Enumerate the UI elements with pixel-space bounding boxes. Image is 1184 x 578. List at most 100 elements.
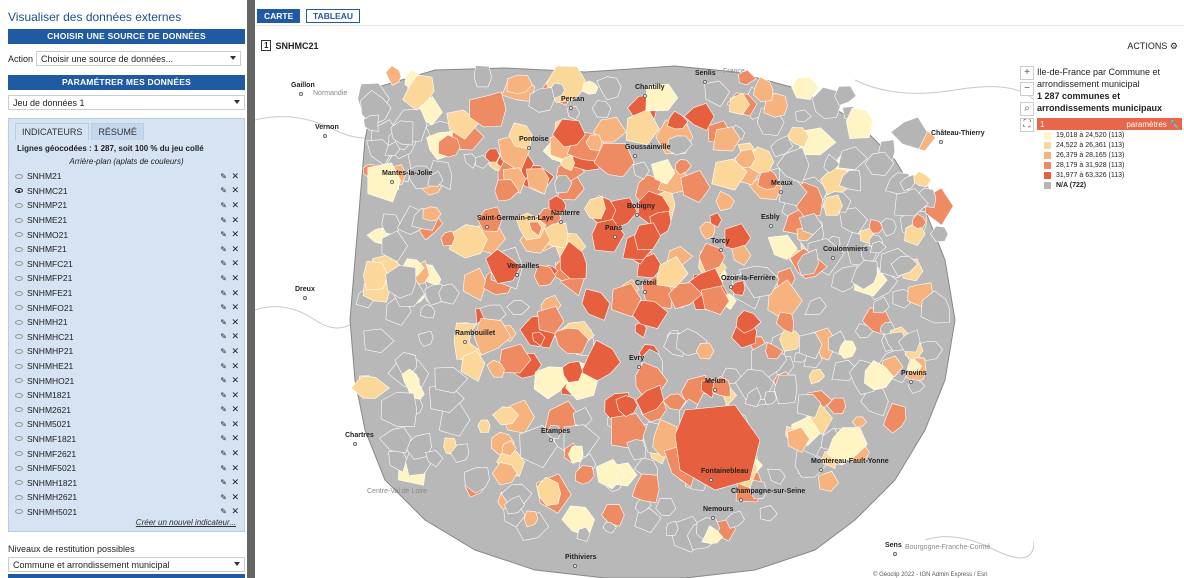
eye-icon[interactable] [15, 407, 23, 413]
commune-area[interactable] [591, 100, 612, 118]
commune-area[interactable] [380, 392, 418, 428]
commune-area[interactable] [837, 146, 868, 171]
commune-area[interactable] [744, 387, 762, 408]
commune-area[interactable] [559, 240, 587, 280]
eye-icon[interactable] [15, 363, 23, 369]
commune-area[interactable] [712, 376, 731, 398]
commune-area[interactable] [611, 283, 642, 318]
commune-area[interactable] [635, 384, 665, 415]
commune-area[interactable] [554, 175, 573, 194]
eye-icon[interactable] [15, 275, 23, 281]
indicator-item[interactable]: SNHMHP21✎✕ [15, 344, 241, 359]
commune-area[interactable] [776, 147, 810, 184]
commune-area[interactable] [797, 248, 819, 276]
commune-area[interactable] [593, 142, 635, 178]
eye-icon[interactable] [15, 319, 23, 325]
eye-icon[interactable] [15, 421, 23, 427]
commune-area[interactable] [920, 290, 951, 324]
commune-area[interactable] [759, 505, 778, 522]
commune-area[interactable] [519, 424, 558, 468]
eye-icon[interactable] [15, 246, 23, 252]
commune-area[interactable] [811, 86, 841, 119]
commune-area[interactable] [497, 343, 532, 374]
indicator-item[interactable]: SNHMFP21✎✕ [15, 271, 241, 286]
indicator-item[interactable]: SNHM5021✎✕ [15, 417, 241, 432]
pencil-icon[interactable]: ✎ [220, 200, 227, 210]
commune-area[interactable] [738, 265, 780, 299]
commune-area[interactable] [462, 267, 487, 302]
commune-area[interactable] [701, 377, 717, 399]
commune-area[interactable] [474, 155, 491, 169]
close-icon[interactable]: ✕ [231, 360, 239, 371]
commune-area[interactable] [872, 296, 890, 314]
commune-area[interactable] [804, 297, 827, 316]
commune-area[interactable] [683, 103, 715, 131]
commune-area[interactable] [749, 479, 768, 500]
commune-area[interactable] [554, 327, 589, 355]
commune-area[interactable] [715, 191, 735, 211]
commune-area[interactable] [798, 332, 823, 360]
commune-area[interactable] [704, 80, 731, 108]
indicator-item[interactable]: SNHMFC21✎✕ [15, 257, 241, 272]
commune-area[interactable] [711, 158, 748, 191]
new-indicator-link[interactable]: Créer un nouvel indicateur... [135, 518, 236, 527]
commune-area[interactable] [533, 264, 557, 287]
commune-area[interactable] [567, 445, 584, 464]
indicator-item[interactable]: SNHMHC21✎✕ [15, 330, 241, 345]
commune-area[interactable] [787, 426, 810, 453]
close-icon[interactable]: ✕ [231, 389, 239, 400]
close-icon[interactable]: ✕ [231, 345, 239, 356]
commune-area[interactable] [463, 153, 477, 169]
commune-area[interactable] [440, 230, 456, 247]
pencil-icon[interactable]: ✎ [220, 273, 227, 283]
commune-area[interactable] [562, 360, 583, 383]
commune-area[interactable] [450, 443, 470, 463]
tab-indicateurs[interactable]: INDICATEURS [15, 123, 90, 140]
commune-area[interactable] [626, 439, 646, 461]
indicator-item[interactable]: SNHMP21✎✕ [15, 198, 241, 213]
eye-icon[interactable] [15, 451, 23, 457]
commune-area[interactable] [477, 419, 491, 433]
indicator-item[interactable]: SNHMF5021✎✕ [15, 461, 241, 476]
close-icon[interactable]: ✕ [231, 418, 239, 429]
legend-params-button[interactable]: paramètres 🔧 [1126, 120, 1179, 129]
commune-area[interactable] [868, 219, 884, 234]
pencil-icon[interactable]: ✎ [220, 259, 227, 269]
close-icon[interactable]: ✕ [231, 448, 239, 459]
commune-area[interactable] [460, 350, 486, 382]
commune-area[interactable] [631, 473, 660, 503]
commune-area[interactable] [595, 459, 626, 490]
close-icon[interactable]: ✕ [231, 302, 239, 313]
commune-area[interactable] [764, 390, 777, 406]
commune-area[interactable] [775, 311, 795, 334]
commune-area[interactable] [506, 74, 533, 95]
close-icon[interactable]: ✕ [231, 477, 239, 488]
eye-icon[interactable] [15, 465, 23, 471]
commune-area[interactable] [930, 225, 949, 243]
pencil-icon[interactable]: ✎ [220, 492, 227, 502]
commune-area[interactable] [808, 368, 825, 385]
commune-area[interactable] [734, 148, 757, 169]
commune-area[interactable] [434, 366, 469, 394]
commune-area[interactable] [880, 217, 897, 237]
commune-area[interactable] [438, 283, 460, 305]
commune-area[interactable] [823, 153, 841, 174]
commune-area[interactable] [504, 495, 525, 515]
commune-area[interactable] [615, 395, 638, 417]
commune-area[interactable] [596, 76, 622, 101]
indicator-item[interactable]: SNHMHO21✎✕ [15, 373, 241, 388]
tableau-button[interactable]: TABLEAU [306, 9, 360, 23]
close-icon[interactable]: ✕ [231, 375, 239, 386]
commune-area[interactable] [574, 465, 595, 485]
commune-area[interactable] [496, 449, 525, 477]
search-icon[interactable]: ⌕ [1020, 102, 1034, 116]
pencil-icon[interactable]: ✎ [220, 419, 227, 429]
commune-area[interactable] [422, 206, 442, 222]
commune-area[interactable] [855, 323, 874, 339]
action-select[interactable]: Choisir une source de données... [36, 51, 242, 66]
commune-area[interactable] [791, 76, 820, 100]
eye-icon[interactable] [15, 509, 23, 515]
pencil-icon[interactable]: ✎ [220, 478, 227, 488]
commune-area[interactable] [709, 212, 722, 228]
commune-area[interactable] [602, 521, 617, 534]
